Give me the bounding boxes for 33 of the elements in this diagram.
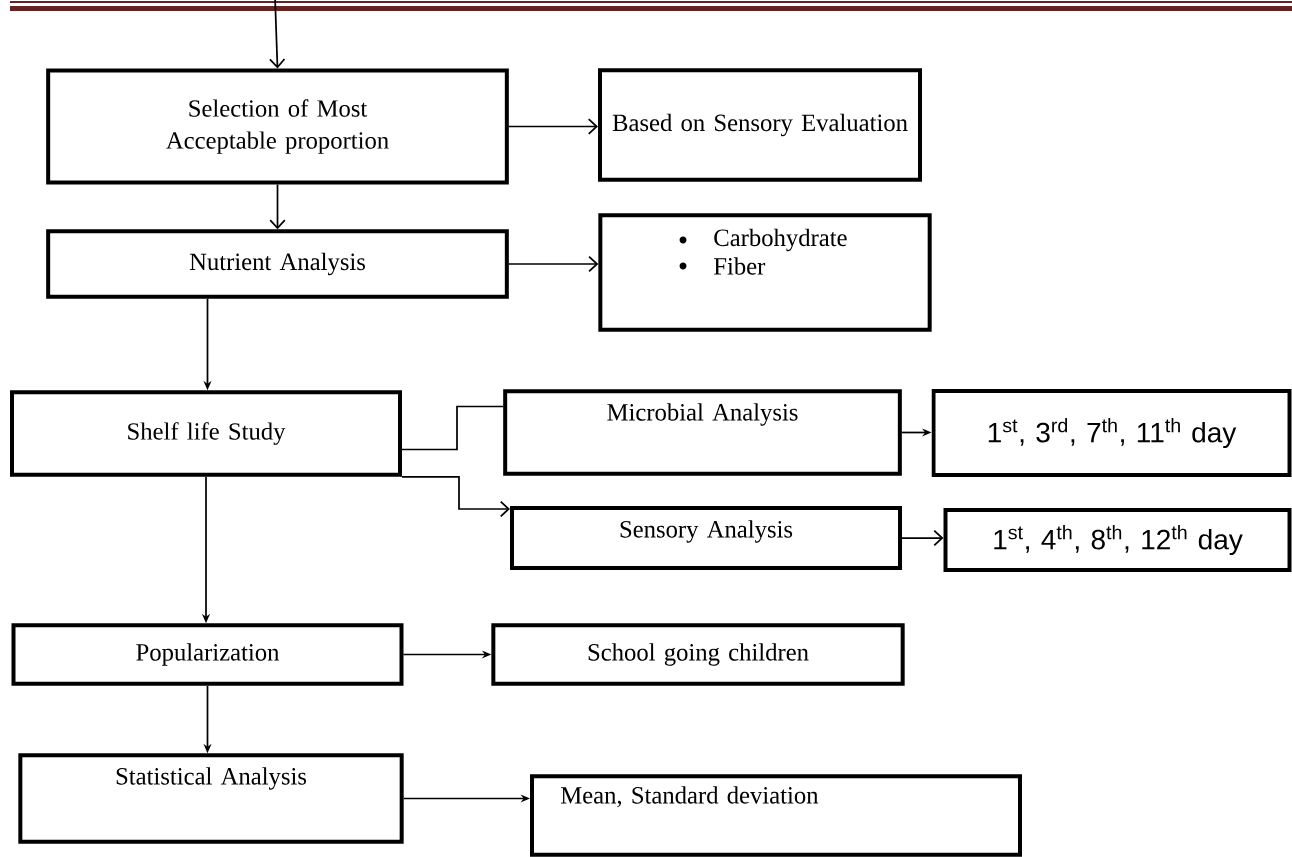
node-label: Based on Sensory Evaluation xyxy=(612,113,908,137)
arrow xyxy=(507,118,598,135)
node-label: 1$^{st}$, 3$^{rd}$, 7$^{th}$, 11$^{th}$ day xyxy=(988,417,1237,449)
process-box xyxy=(598,68,922,182)
process-box xyxy=(530,774,1022,857)
arrow xyxy=(901,529,944,547)
node-label: 1$^{st}$, 4$^{th}$, 8$^{th}$, 12$^{th}$ day xyxy=(994,524,1243,556)
arrow xyxy=(269,183,286,230)
arrow xyxy=(401,475,510,518)
arrow xyxy=(507,255,599,273)
node-label: Nutrient Analysis xyxy=(189,252,366,276)
process-box xyxy=(46,229,509,299)
process-box xyxy=(503,389,902,476)
node-label: School going children xyxy=(588,643,809,666)
node-label: Statistical Analysis xyxy=(116,767,307,790)
node-label: Shelf life Study xyxy=(128,422,286,445)
node-label: Mean, Standard deviation xyxy=(560,786,819,808)
process-box xyxy=(598,213,932,332)
process-box xyxy=(11,623,404,686)
process-box xyxy=(491,623,905,686)
node-label: Fiber xyxy=(713,257,766,275)
process-box xyxy=(10,390,402,477)
process-box xyxy=(18,753,404,844)
process-box xyxy=(931,389,1292,477)
process-box xyxy=(46,68,509,185)
arrow xyxy=(269,58,286,69)
node-label: Carbohydrate xyxy=(714,228,847,252)
node-label: Selection of Most Acceptable proportion xyxy=(166,99,389,154)
process-box xyxy=(943,508,1292,572)
node-label: Microbial Analysis xyxy=(607,403,798,426)
node-label: Popularization xyxy=(136,643,280,666)
process-box xyxy=(510,506,902,570)
node-label: Sensory Analysis xyxy=(620,520,793,543)
